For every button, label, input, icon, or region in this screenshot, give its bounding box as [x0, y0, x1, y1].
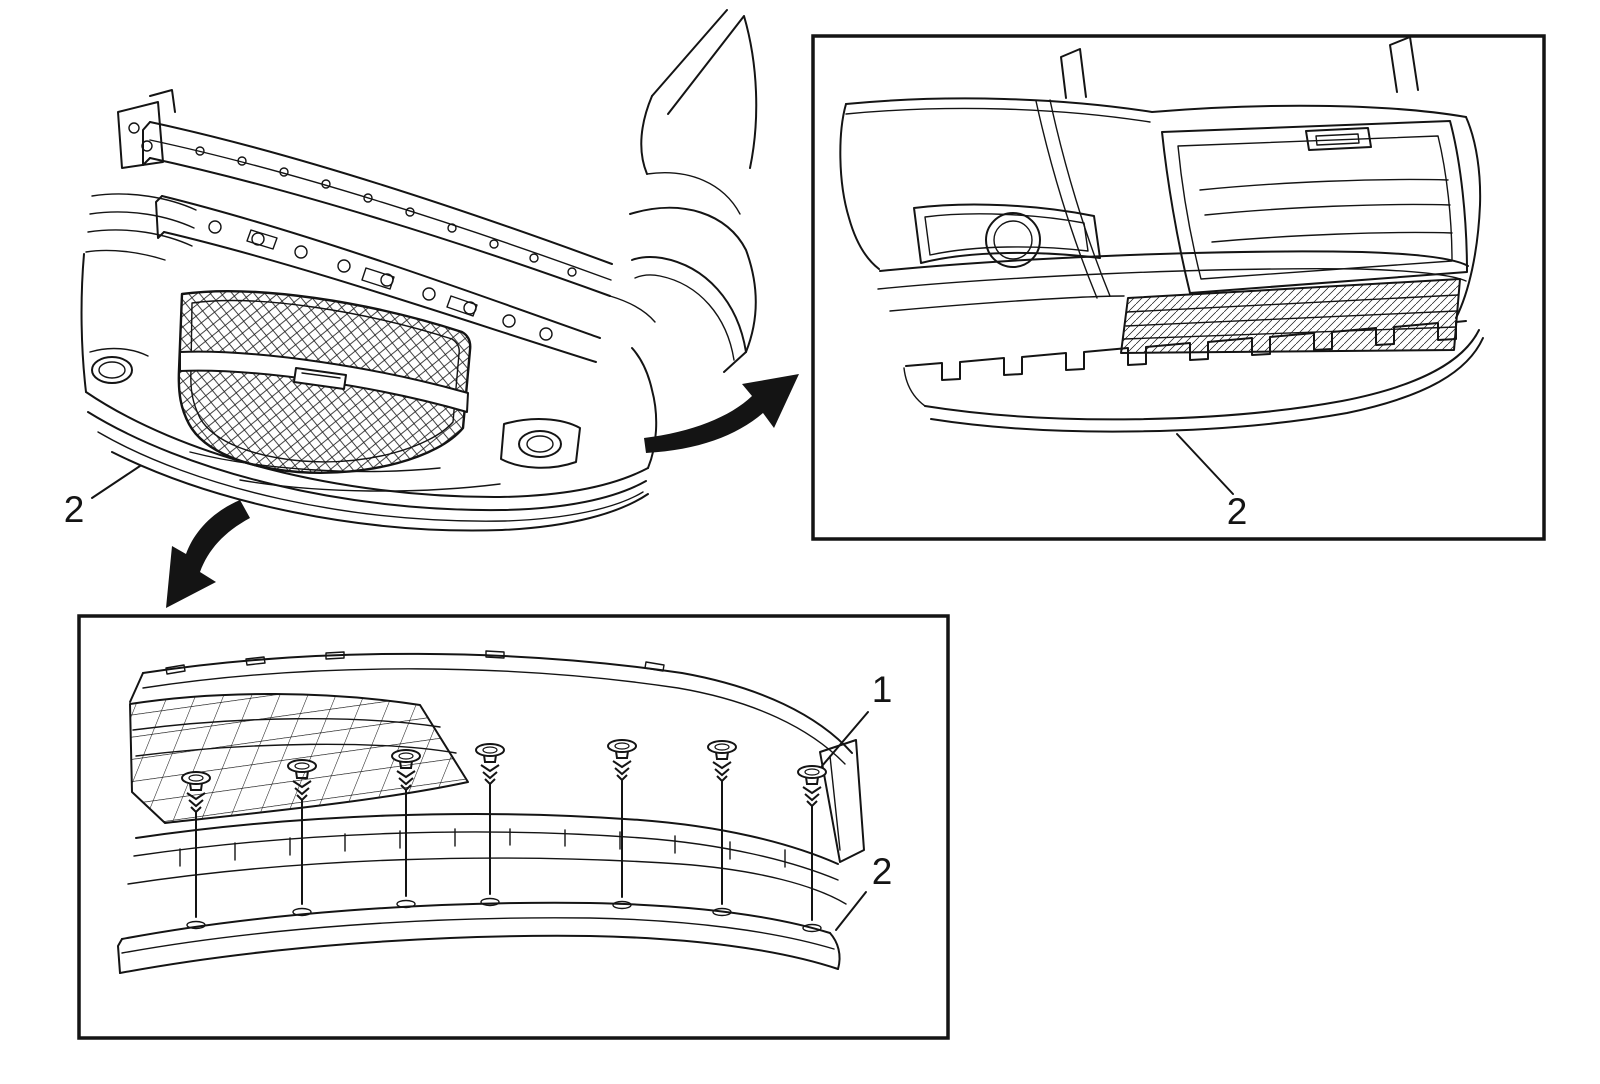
leader-main-fascia: [91, 465, 141, 499]
mounting-tab: [1389, 36, 1419, 93]
a-pillar-lines: [651, 9, 758, 169]
flow-arrow-down-icon: [166, 500, 250, 608]
mounting-tab: [1060, 48, 1087, 99]
fender-outline: [629, 206, 757, 373]
upper-bracket: [117, 89, 176, 169]
cowl-line: [640, 95, 653, 175]
retainer-detail-view: 1 2: [77, 614, 950, 1040]
inset-border-detail: [77, 614, 950, 1040]
leader-retainer: [821, 711, 869, 767]
slat-band: [127, 813, 847, 905]
callout-retainer: 1: [872, 669, 893, 710]
fog-lamp-opening: [913, 203, 1101, 268]
lower-fascia: [80, 253, 658, 532]
castellated-edge: [905, 320, 1467, 381]
upper-grille-opening: [1161, 120, 1468, 294]
radiator-support: [142, 121, 656, 363]
vehicle-front-view: 2: [64, 9, 758, 532]
fascia-extension-strip: [117, 901, 841, 974]
lower-lip: [903, 329, 1484, 433]
callout-inset-fascia: 2: [1227, 491, 1248, 532]
callout-extension: 2: [872, 851, 893, 892]
wheel-arch-inner: [634, 274, 735, 361]
callout-main-fascia: 2: [64, 489, 85, 530]
fog-lamp-left: [89, 347, 149, 384]
inset-border-fascia: [811, 34, 1546, 541]
fascia-inset-view: 2: [811, 34, 1546, 541]
push-pin-retainers: [181, 739, 827, 933]
leader-inset-fascia: [1176, 433, 1234, 495]
fog-lamp-right: [500, 418, 581, 469]
flow-arrow-right-icon: [644, 374, 799, 453]
headlamp-pocket: [85, 193, 197, 261]
emblem-bar: [1305, 127, 1372, 151]
leader-extension: [835, 891, 867, 931]
grille: [177, 290, 472, 474]
lower-grille-slot: [1120, 278, 1461, 354]
end-bracket: [819, 739, 865, 863]
grille-mesh-region: [129, 693, 469, 824]
fender-crease: [646, 172, 741, 215]
grille-crossbar: [179, 350, 469, 413]
wheel-arch: [631, 255, 747, 353]
